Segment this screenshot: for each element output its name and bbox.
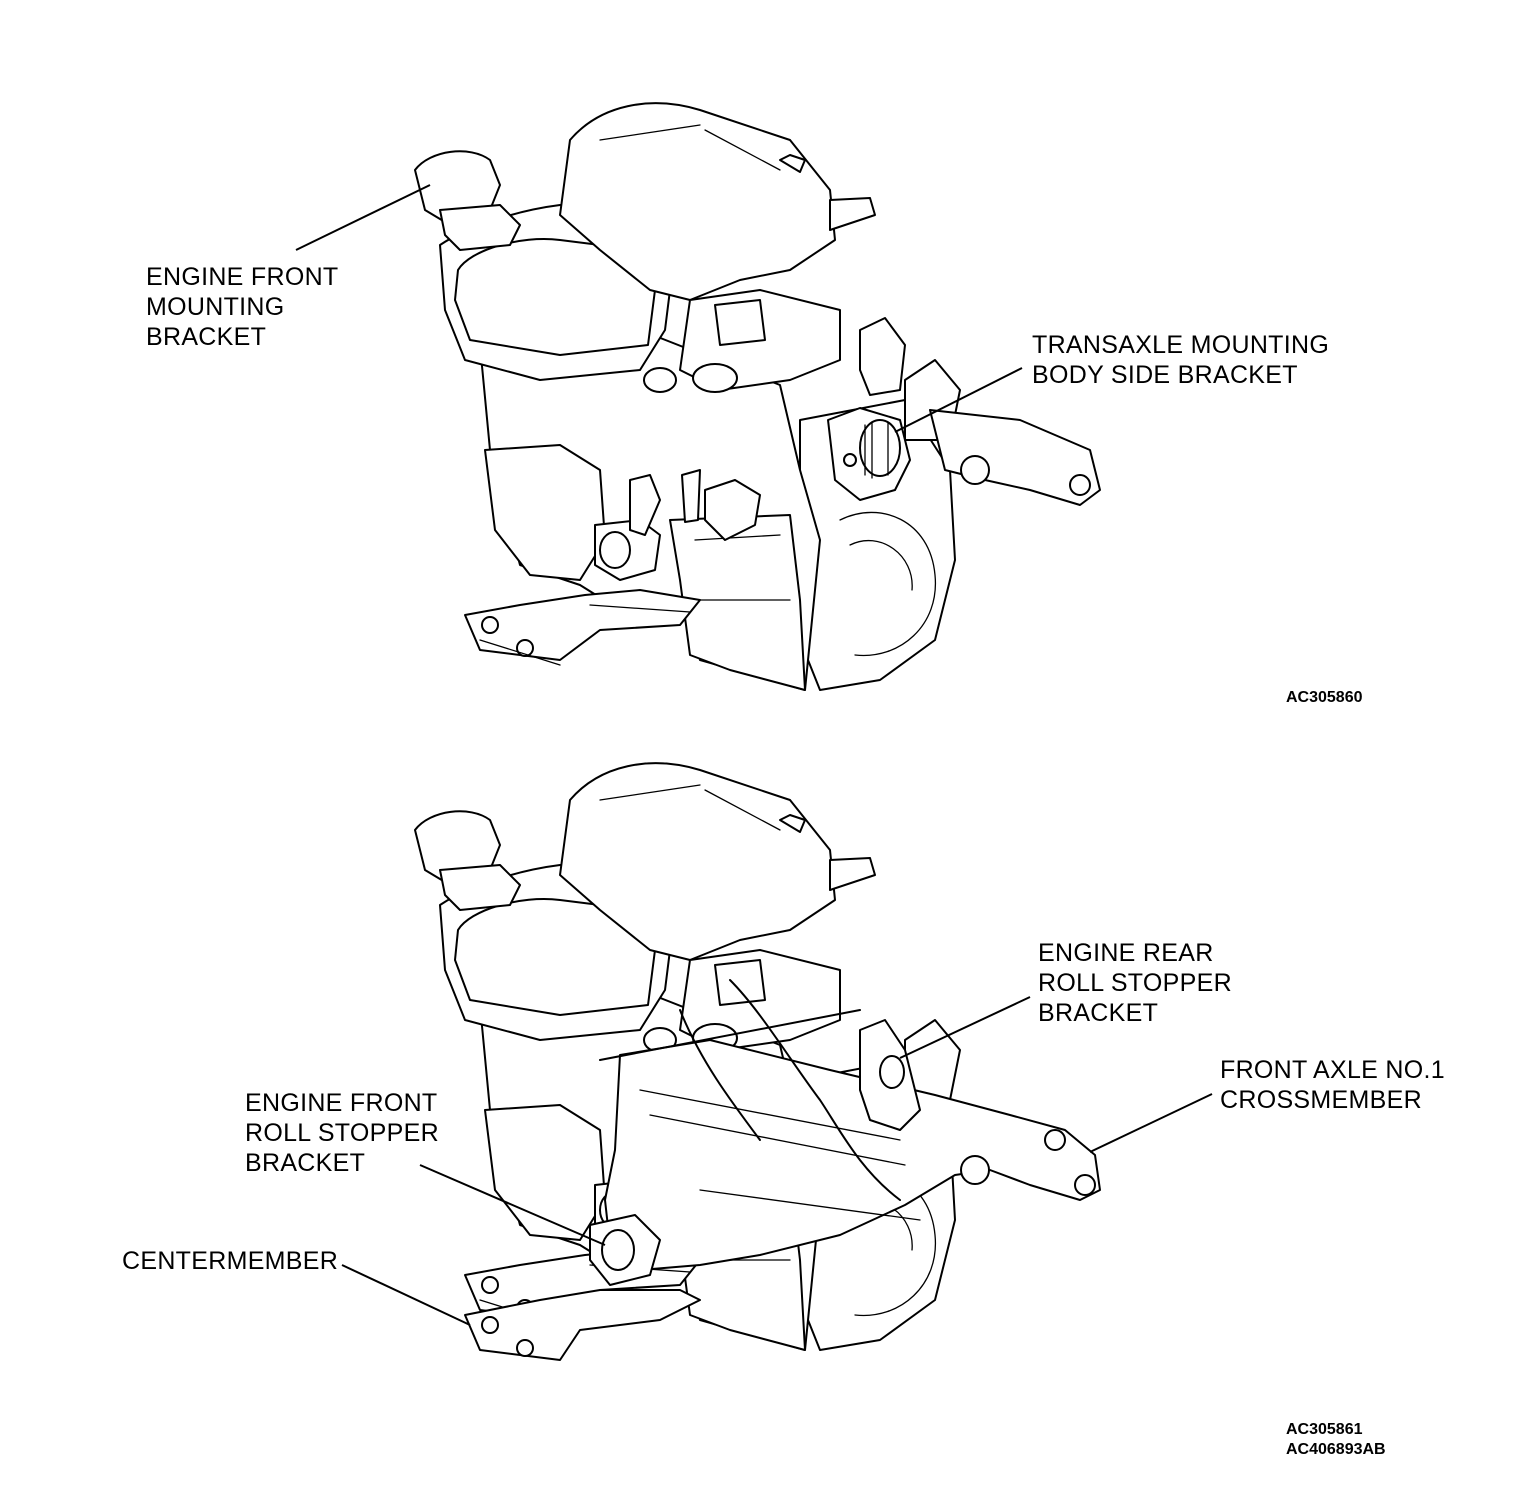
leader-engine-front-mounting-bracket	[295, 184, 431, 251]
leader-engine-rear-roll-stopper-bracket	[899, 996, 1031, 1059]
leader-centermember	[341, 1264, 471, 1326]
leader-transaxle-mounting-body-side-bracket	[894, 367, 1023, 433]
label-centermember: CENTERMEMBER	[122, 1247, 339, 1275]
leader-front-axle-no1-crossmember	[1089, 1093, 1213, 1153]
bottom-crossmember-drawing	[464, 979, 1101, 1361]
label-engine-front-roll-stopper-bracket: ENGINE FRONT ROLL STOPPER BRACKET	[245, 1089, 439, 1177]
label-front-axle-no1-crossmember: FRONT AXLE NO.1 CROSSMEMBER	[1220, 1056, 1445, 1114]
leader-engine-front-roll-stopper-bracket	[419, 1164, 606, 1246]
top-engine-assembly-drawing	[414, 102, 1101, 691]
label-transaxle-mounting-body-side-bracket: TRANSAXLE MOUNTING BODY SIDE BRACKET	[1032, 331, 1330, 389]
label-engine-rear-roll-stopper-bracket: ENGINE REAR ROLL STOPPER BRACKET	[1038, 939, 1232, 1027]
label-engine-front-mounting-bracket: ENGINE FRONT MOUNTING BRACKET	[146, 263, 339, 351]
figure-codes-bottom: AC305861 AC406893AB	[1286, 1421, 1386, 1458]
figure-code-top: AC305860	[1286, 689, 1363, 706]
